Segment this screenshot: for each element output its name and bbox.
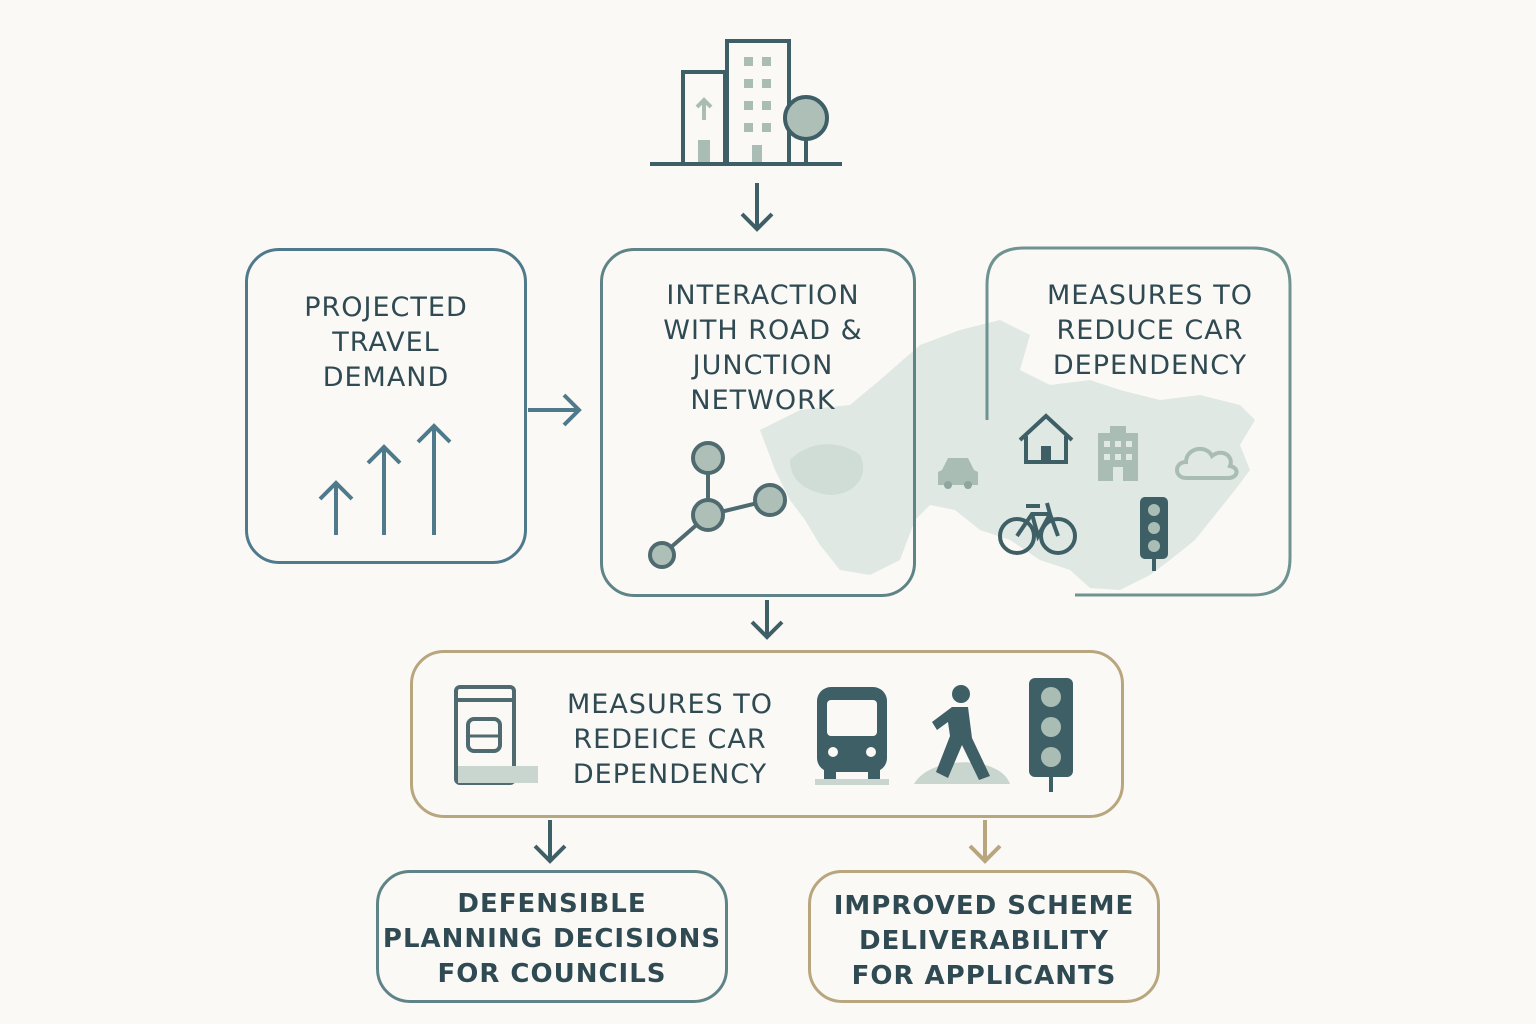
measures-mid-box <box>410 650 1124 818</box>
interaction-label: INTERACTION WITH ROAD & JUNCTION NETWORK <box>663 280 863 416</box>
bus-icon <box>815 687 889 785</box>
councils-box <box>376 870 728 1003</box>
map-background-icon <box>760 320 1255 590</box>
car-icon <box>938 458 978 489</box>
office-building-icon <box>1098 426 1138 481</box>
applicants-box <box>808 870 1160 1003</box>
applicants-label: IMPROVED SCHEME DELIVERABILITY FOR APPLI… <box>833 891 1135 991</box>
traffic-light-icon <box>1029 678 1073 792</box>
house-icon <box>1018 413 1074 464</box>
measures-top-label: MEASURES TO REDUCE CAR DEPENDENCY <box>1046 280 1253 381</box>
councils-label: DEFENSIBLE PLANNING DECISIONS FOR COUNCI… <box>382 889 722 989</box>
connector-arrows <box>528 183 1002 864</box>
city-buildings-icon <box>650 39 842 166</box>
interaction-box <box>600 248 916 597</box>
measures-top-box <box>985 246 1292 597</box>
rising-arrows-icon <box>318 423 452 535</box>
traffic-light-icon <box>1140 497 1168 571</box>
bus-stop-icon <box>454 685 538 785</box>
bicycle-icon <box>998 502 1077 555</box>
cloud-icon <box>1175 446 1239 480</box>
measures-mid-label: MEASURES TO REDEICE CAR DEPENDENCY <box>566 689 773 790</box>
network-nodes-icon <box>648 441 787 569</box>
projected-demand-label: PROJECTED TRAVEL DEMAND <box>304 292 468 393</box>
pedestrian-icon <box>914 685 1010 784</box>
projected-demand-box <box>245 248 527 564</box>
